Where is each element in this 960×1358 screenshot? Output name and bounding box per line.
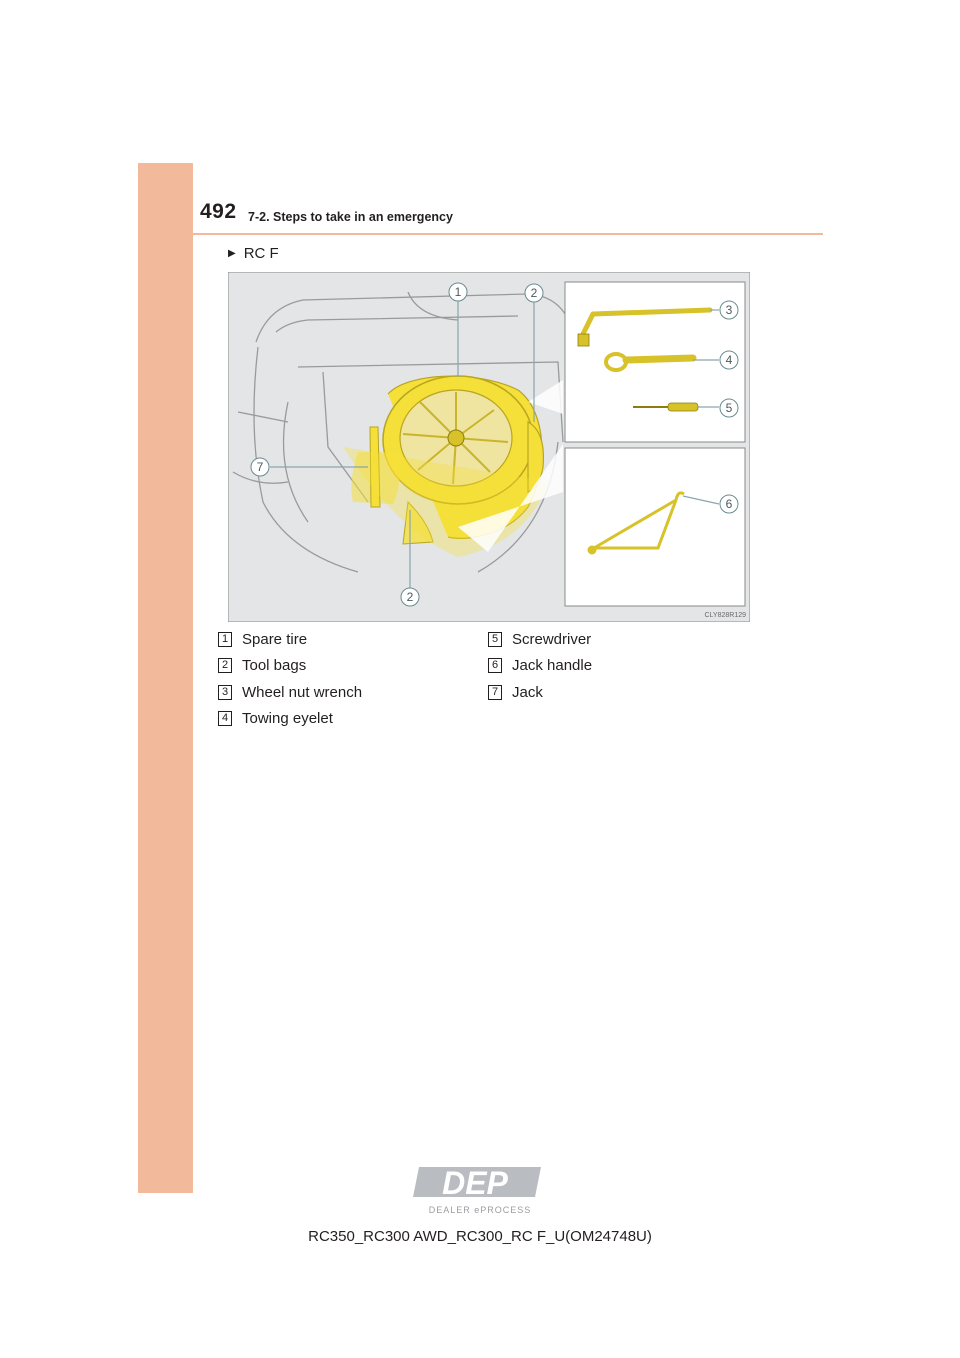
callout-4: 4 <box>719 350 739 370</box>
callout-label: 2 <box>531 286 538 300</box>
legend-item: 6 Jack handle <box>488 653 592 680</box>
legend-column-left: 1 Spare tire 2 Tool bags 3 Wheel nut wre… <box>218 626 362 732</box>
screwdriver-icon <box>633 402 699 412</box>
callout-7: 7 <box>250 457 270 477</box>
legend-number: 7 <box>488 684 502 700</box>
legend-number: 5 <box>488 631 502 647</box>
legend-label: Tool bags <box>242 657 307 675</box>
legend-label: Jack handle <box>512 657 593 675</box>
callout-label: 7 <box>257 460 264 474</box>
jack-handle-icon <box>587 491 685 555</box>
legend-item: 5 Screwdriver <box>488 626 592 653</box>
logo-main: DEP <box>442 1165 508 1201</box>
triangle-bullet-icon: ▶ <box>228 248 236 259</box>
legend-number: 3 <box>218 684 232 700</box>
callout-label: 1 <box>455 285 462 299</box>
legend-item: 4 Towing eyelet <box>218 706 362 733</box>
footer-manual-code: RC350_RC300 AWD_RC300_RC F_U(OM24748U) <box>308 1228 652 1245</box>
legend-label: Spare tire <box>242 630 308 648</box>
legend-item: 7 Jack <box>488 679 592 706</box>
trunk-tools-illustration: 1 2 2 3 4 5 6 7 CLY828R129 <box>228 272 750 622</box>
legend-number: 2 <box>218 658 232 674</box>
legend-label: Screwdriver <box>512 630 592 648</box>
callout-2-top: 2 <box>524 283 544 303</box>
callout-2-bottom: 2 <box>400 587 420 607</box>
legend-item: 1 Spare tire <box>218 626 362 653</box>
callout-6: 6 <box>719 494 739 514</box>
logo-sub: DEALER ePROCESS <box>429 1205 532 1215</box>
legend-item: 3 Wheel nut wrench <box>218 679 362 706</box>
dealer-eprocess-logo: DEP DEALER ePROCESS <box>413 1165 541 1215</box>
page-number: 492 <box>200 200 237 223</box>
callout-label: 4 <box>726 353 733 367</box>
figure-code: CLY828R129 <box>704 612 746 619</box>
legend-label: Wheel nut wrench <box>242 683 363 701</box>
callout-label: 6 <box>726 497 733 511</box>
variant-label: RC F <box>243 245 279 262</box>
legend-number: 4 <box>218 711 232 727</box>
callout-3: 3 <box>719 300 739 320</box>
wheel-nut-wrench-icon <box>577 307 713 347</box>
legend-number: 1 <box>218 631 232 647</box>
chapter-side-tab <box>138 163 193 1193</box>
callout-5: 5 <box>719 398 739 418</box>
legend-label: Jack <box>512 683 543 701</box>
legend-label: Towing eyelet <box>242 710 333 728</box>
section-title: 7-2. Steps to take in an emergency <box>248 210 453 224</box>
callout-label: 3 <box>726 303 733 317</box>
callout-label: 5 <box>726 401 733 415</box>
legend-number: 6 <box>488 658 502 674</box>
header-rule <box>193 233 823 235</box>
legend-column-right: 5 Screwdriver 6 Jack handle 7 Jack <box>488 626 592 706</box>
towing-eyelet-icon <box>604 352 697 372</box>
legend-item: 2 Tool bags <box>218 653 362 680</box>
callout-1: 1 <box>448 282 468 302</box>
callout-label: 2 <box>407 590 414 604</box>
variant-heading: ▶ RC F <box>228 245 279 262</box>
